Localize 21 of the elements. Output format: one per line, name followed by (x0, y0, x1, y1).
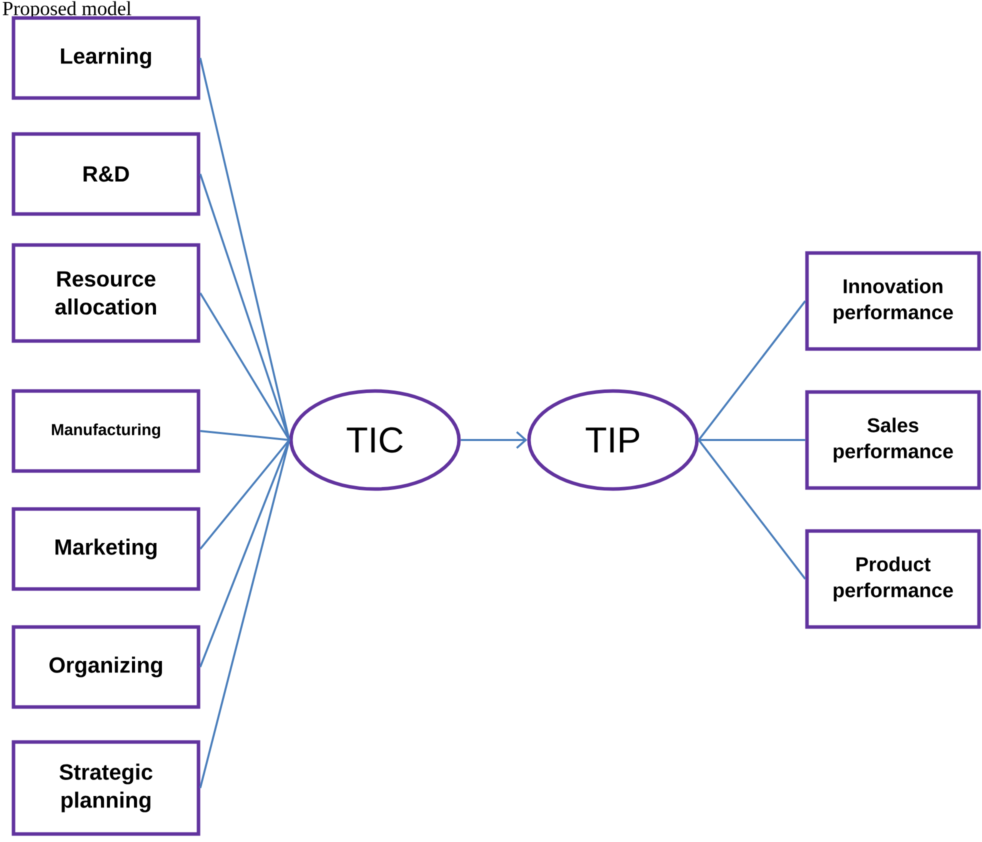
connector-line (199, 440, 290, 668)
connector-line (199, 58, 290, 440)
connector-line (200, 430, 290, 441)
connector-line (199, 292, 290, 441)
category-box: R&D (12, 132, 200, 216)
category-box: Sales performance (805, 390, 981, 490)
category-box: Organizing (12, 625, 200, 709)
category-box: Manufacturing (12, 389, 200, 473)
arrow (460, 431, 528, 449)
connector-line (698, 439, 806, 580)
category-box: Strategic planning (12, 740, 200, 836)
category-box: Product performance (805, 529, 981, 629)
category-box: Learning (12, 16, 200, 100)
category-box: Innovation performance (805, 251, 981, 351)
connector-line (698, 300, 806, 441)
connector-line (199, 174, 290, 440)
connector-line (698, 439, 806, 441)
category-box: Marketing (12, 507, 200, 591)
category-box: Resource allocation (12, 243, 200, 343)
connector-line (199, 439, 290, 550)
connector-line (199, 440, 290, 788)
